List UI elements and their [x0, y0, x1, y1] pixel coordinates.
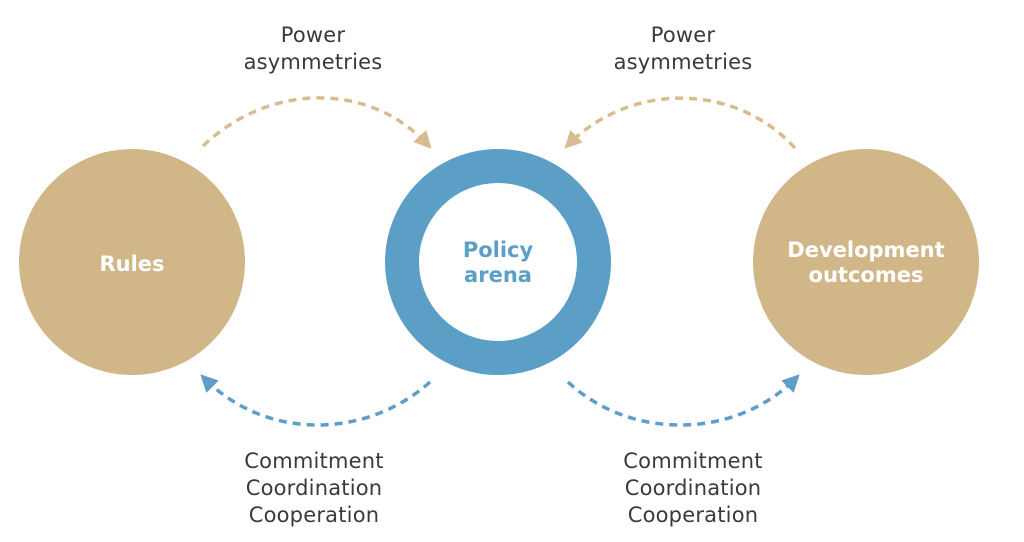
power-asymmetries-arrow-right	[564, 96, 797, 150]
power-asymmetries-right-line2: asymmetries	[613, 50, 753, 74]
power-asymmetries-left-line1: Power	[280, 23, 346, 47]
power-asymmetries-arrow-left	[201, 96, 432, 149]
policy-arena-label: Policy arena	[418, 238, 578, 288]
commitment-label-left: Commitment Coordination Cooperation	[204, 448, 424, 529]
development-outcomes-circle	[753, 149, 979, 375]
rules-label: Rules	[32, 252, 232, 277]
power-asymmetries-right-line1: Power	[650, 23, 716, 47]
development-outcomes-label: Development outcomes	[766, 238, 966, 288]
policy-arena-label-line1: Policy	[462, 238, 534, 262]
commitment-label-right: Commitment Coordination Cooperation	[583, 448, 803, 529]
power-asymmetries-left-line2: asymmetries	[243, 50, 383, 74]
power-asymmetries-label-left: Power asymmetries	[213, 22, 413, 76]
development-outcomes-label-line2: outcomes	[808, 263, 924, 287]
commitment-right-line1: Commitment	[623, 449, 763, 473]
commitment-right-line2: Coordination	[624, 476, 762, 500]
commitment-left-line3: Cooperation	[248, 503, 380, 527]
development-outcomes-label-line1: Development	[787, 238, 945, 262]
power-asymmetries-label-right: Power asymmetries	[583, 22, 783, 76]
commitment-left-line1: Commitment	[244, 449, 384, 473]
commitment-left-line2: Coordination	[245, 476, 383, 500]
rules-circle	[19, 149, 245, 375]
commitment-arrow-right	[566, 374, 800, 427]
commitment-right-line3: Cooperation	[627, 503, 759, 527]
policy-arena-label-line2: arena	[464, 263, 532, 287]
rules-label-line1: Rules	[99, 252, 165, 276]
commitment-arrow-left	[200, 374, 432, 427]
policy-arena-ring	[385, 149, 611, 375]
